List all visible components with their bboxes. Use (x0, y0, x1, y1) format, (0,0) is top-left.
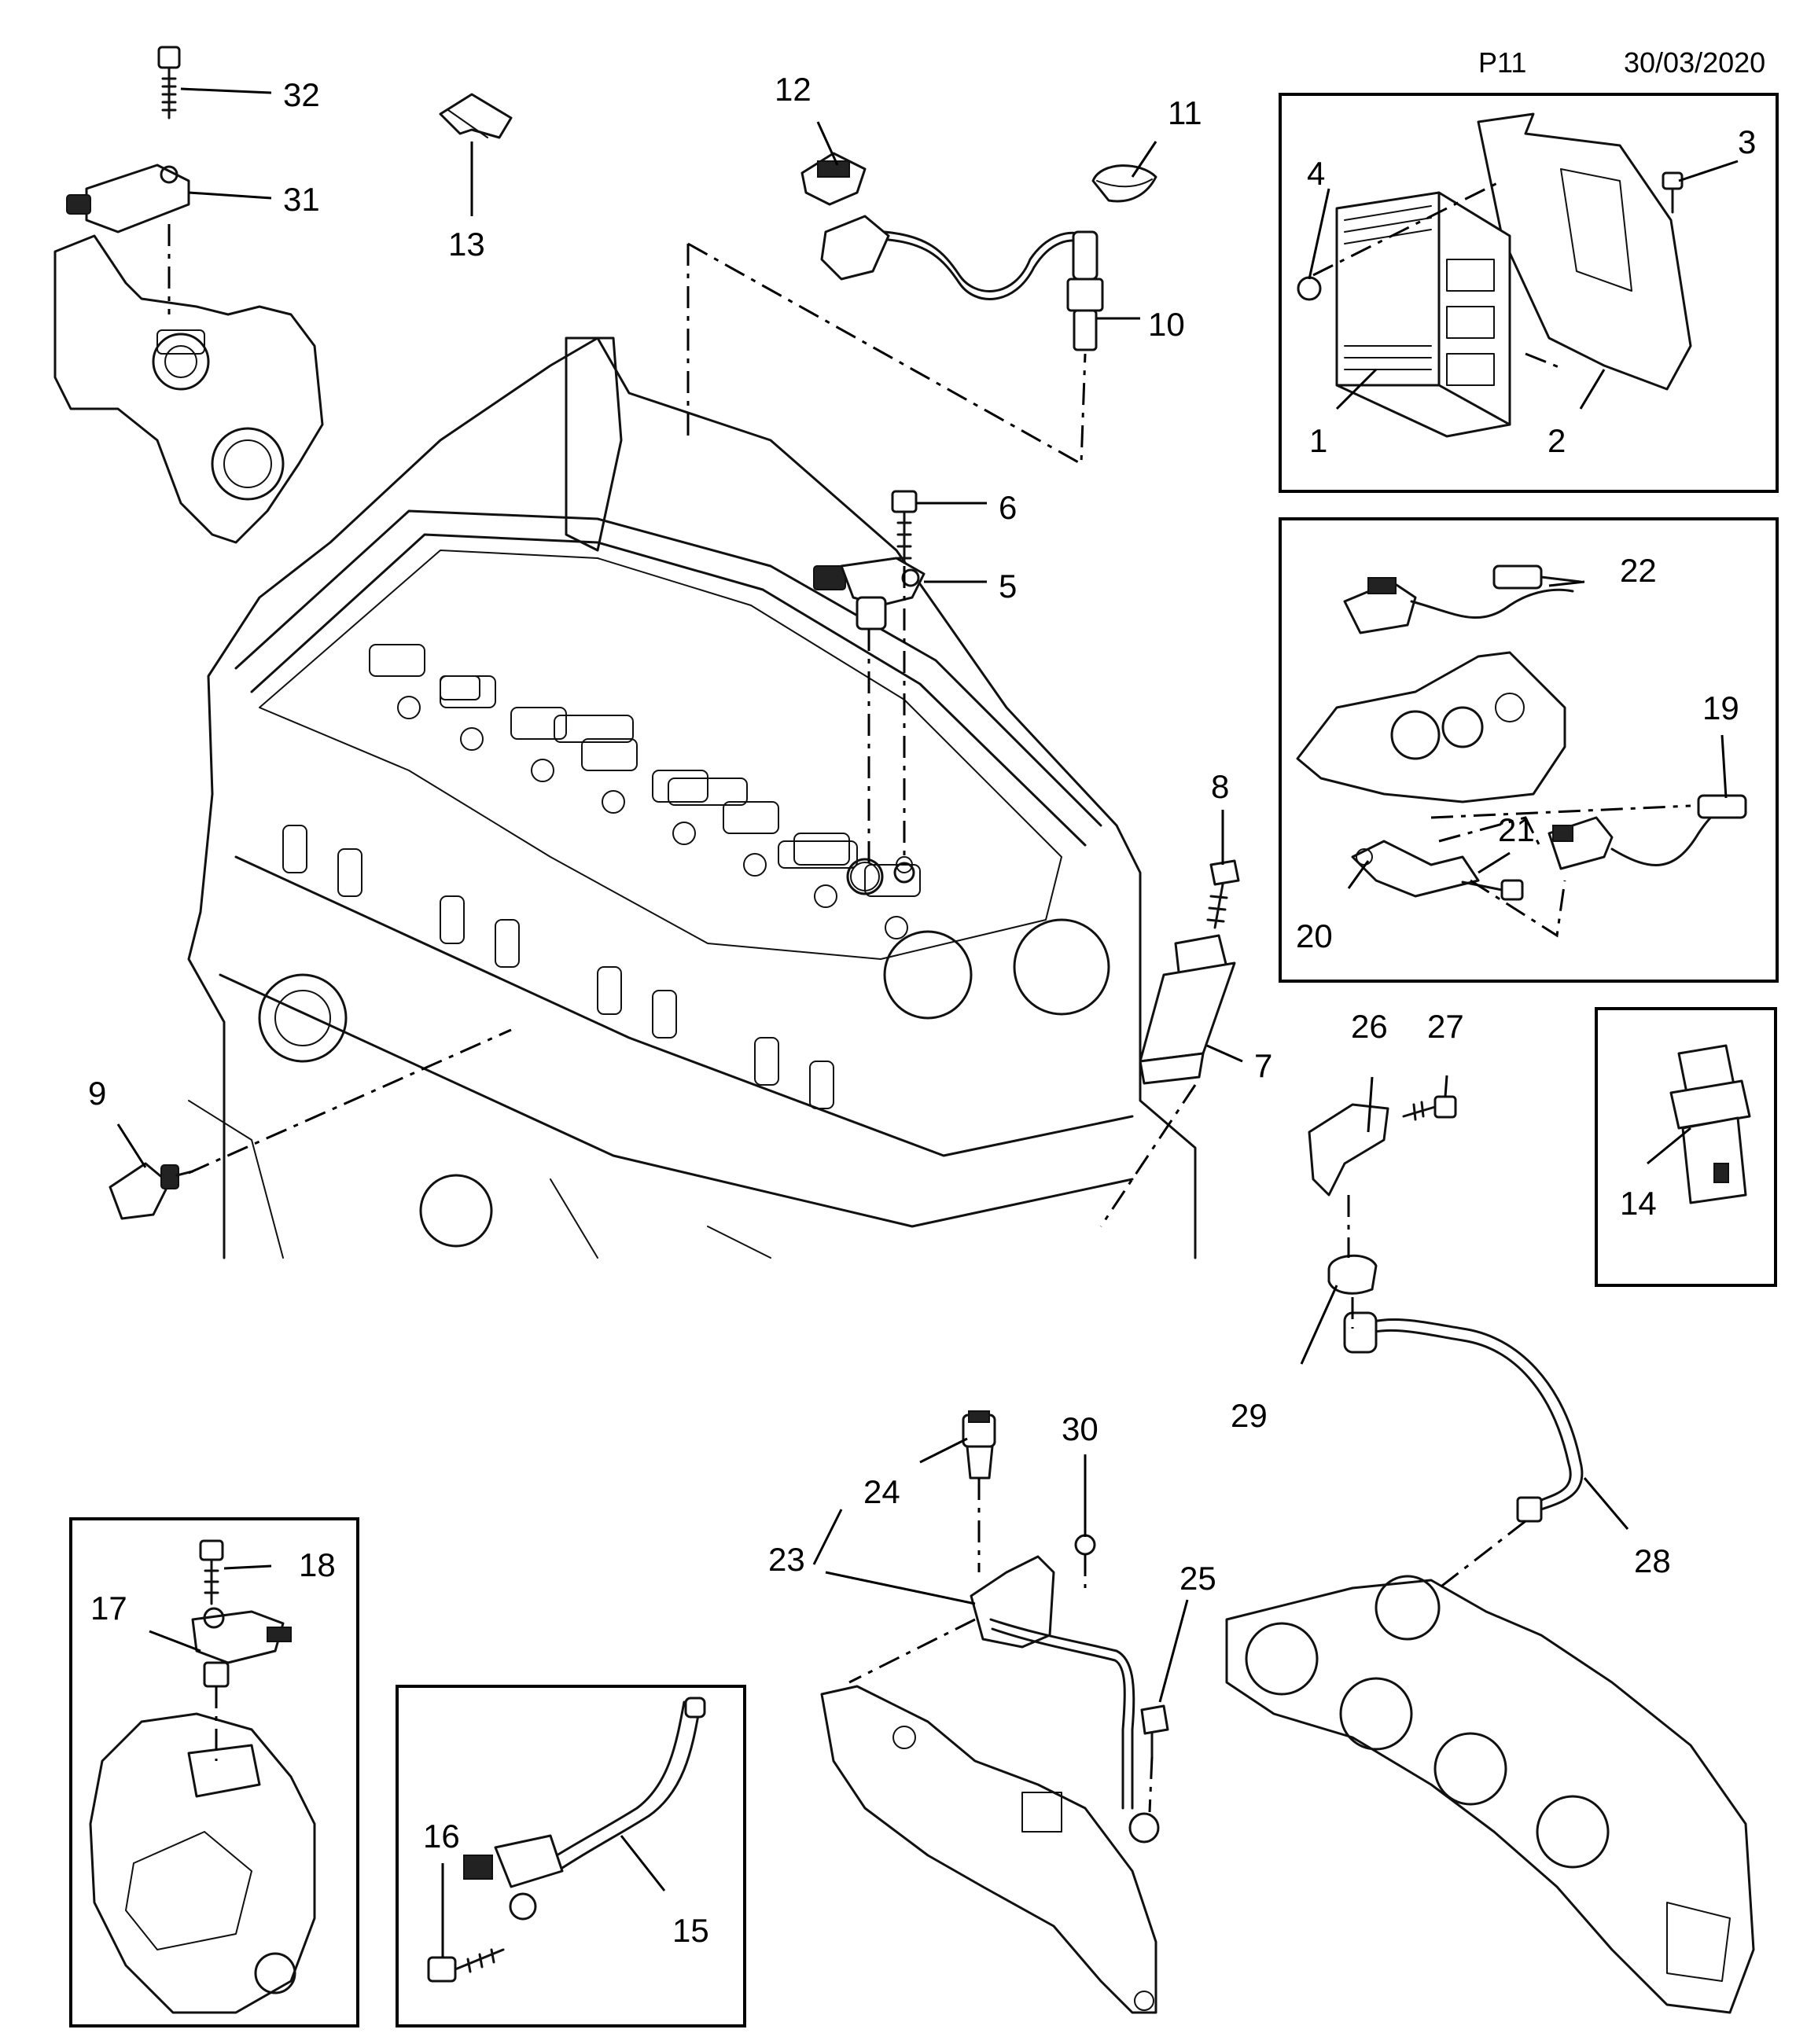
part-18-bolt (199, 1539, 224, 1605)
leader-lines (116, 87, 1739, 1958)
page-code: P11 (1478, 46, 1526, 79)
intake-manifold (89, 1712, 316, 2014)
callout-10: 10 (1148, 306, 1185, 343)
part-27-bolt (1402, 1095, 1457, 1121)
part-25-fitting (1140, 1704, 1169, 1759)
throttle-body (53, 234, 324, 544)
callout-17: 17 (90, 1590, 127, 1627)
inset-box-ecu (1279, 93, 1779, 493)
part-4-nut (1297, 276, 1322, 301)
part-8-bolt (1206, 859, 1240, 929)
callout-11: 11 (1168, 94, 1202, 131)
part-32-bolt (157, 46, 181, 119)
part-5-camshaft-sensor (813, 557, 926, 630)
callout-32: 32 (283, 76, 320, 113)
part-14-pressure-switch (1669, 1044, 1751, 1204)
callout-29: 29 (1231, 1397, 1268, 1434)
part-19-temp-sensor (1548, 794, 1747, 870)
callout-6: 6 (999, 489, 1017, 526)
callout-19: 19 (1702, 689, 1739, 726)
part-12-connector (800, 152, 867, 206)
callout-25: 25 (1179, 1560, 1216, 1597)
part-1-ecu (1335, 191, 1511, 438)
callout-5: 5 (999, 568, 1017, 605)
callout-26: 26 (1351, 1008, 1388, 1045)
part-16-bolt (427, 1948, 505, 1983)
inset-box-pressure-switch (1595, 1007, 1777, 1287)
callout-20: 20 (1296, 917, 1333, 954)
part-23-pipe-bracket (970, 1555, 1160, 1844)
callout-13: 13 (448, 226, 485, 263)
callout-9: 9 (88, 1075, 106, 1112)
callout-labels: 32 31 13 12 11 10 6 5 8 7 9 4 3 1 2 22 1… (88, 71, 1756, 1949)
part-9-temp-sensor (109, 1162, 194, 1220)
callout-18: 18 (299, 1546, 336, 1583)
alignment-lines (167, 179, 1691, 1813)
callout-24: 24 (863, 1473, 900, 1510)
exhaust-manifold (1225, 1575, 1755, 2014)
callout-3: 3 (1738, 123, 1756, 160)
part-13-clip (439, 93, 513, 139)
callout-16: 16 (423, 1818, 460, 1855)
part-20-bracket (1351, 840, 1480, 898)
callout-7: 7 (1254, 1047, 1272, 1084)
part-2-ecu-bracket (1477, 112, 1692, 391)
callout-22: 22 (1620, 552, 1657, 589)
callout-30: 30 (1062, 1410, 1099, 1447)
part-24-sensor (962, 1410, 996, 1480)
part-17-map-sensor (191, 1607, 292, 1688)
part-6-bolt (891, 490, 918, 568)
part-31-map-sensor (66, 164, 190, 233)
part-10-oxygen-sensor (820, 215, 1104, 351)
part-26-bracket (1308, 1103, 1389, 1197)
callout-23: 23 (768, 1541, 805, 1578)
callout-1: 1 (1309, 422, 1327, 459)
inset-box-temp-sensors (1279, 517, 1779, 983)
turbo-housing (1296, 651, 1566, 803)
part-3-screw (1662, 171, 1684, 214)
callout-31: 31 (283, 181, 320, 218)
callout-21: 21 (1498, 811, 1535, 848)
engine-cylinder-head (187, 336, 1197, 1259)
part-7-speed-sensor (1139, 934, 1236, 1085)
support-bracket (820, 1685, 1157, 2014)
diagram-date: 30/03/2020 (1624, 46, 1765, 79)
part-22-exhaust-temp-sensor (1343, 564, 1582, 634)
callout-12: 12 (775, 71, 811, 108)
inset-box-probe (396, 1685, 746, 2027)
part-21-bolt (1461, 879, 1524, 901)
part-28-pipe (1343, 1311, 1584, 1523)
callout-4: 4 (1307, 155, 1325, 192)
callout-2: 2 (1548, 422, 1566, 459)
inset-box-map-sensor (69, 1517, 359, 2027)
callout-15: 15 (672, 1912, 709, 1949)
part-15-probe-sensor (463, 1697, 706, 1921)
callout-28: 28 (1634, 1542, 1671, 1579)
part-30-washer (1074, 1534, 1096, 1556)
part-11-clip (1091, 164, 1157, 203)
callout-14: 14 (1620, 1185, 1657, 1222)
callout-27: 27 (1427, 1008, 1464, 1045)
callout-8: 8 (1211, 768, 1229, 805)
